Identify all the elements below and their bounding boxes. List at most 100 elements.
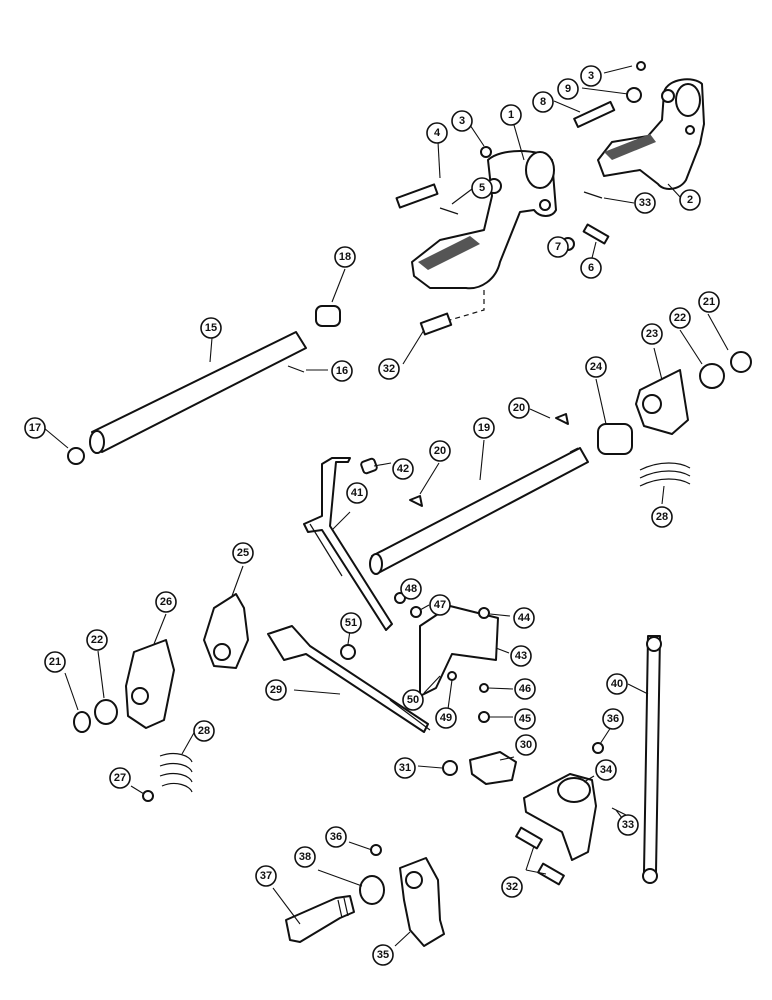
svg-text:2: 2 (687, 194, 693, 206)
leader-c4 (437, 141, 441, 179)
leader-c44 (489, 613, 511, 617)
leader-c35 (394, 931, 411, 947)
callout-28: 28 (193, 720, 215, 742)
part-fitting-36b (370, 844, 382, 856)
callout-21: 21 (44, 651, 66, 673)
svg-text:28: 28 (198, 725, 210, 737)
leader-c29 (293, 689, 341, 695)
part-shaft-37 (285, 895, 355, 943)
leader-c21b (64, 672, 79, 711)
part-clevis-30 (469, 751, 517, 785)
part-nut-45 (478, 711, 490, 723)
part-spring-28a (639, 462, 691, 487)
callout-37: 37 (255, 865, 277, 887)
alignment-line-32 (449, 290, 485, 321)
svg-text:48: 48 (405, 583, 417, 595)
callout-5: 5 (471, 177, 493, 199)
svg-text:45: 45 (519, 713, 531, 725)
callout-51: 51 (340, 612, 362, 634)
leader-c25 (231, 565, 244, 597)
callouts-layer: 1 2 3 3 4 5 6 7 8 9 15 16 17 18 19 20 20… (24, 65, 720, 966)
leader-c49 (447, 679, 453, 710)
svg-text:44: 44 (518, 612, 531, 624)
part-pin-32b-upper (515, 826, 543, 850)
leader-c20a (529, 408, 551, 419)
svg-text:40: 40 (611, 678, 623, 690)
svg-text:21: 21 (49, 656, 61, 668)
part-ring-21a (730, 351, 752, 373)
leader-c23 (653, 347, 663, 381)
callout-45: 45 (514, 708, 536, 730)
part-link-40 (643, 635, 661, 873)
callout-29: 29 (265, 679, 287, 701)
part-spring-28b (159, 752, 193, 793)
part-rod-29 (267, 625, 431, 733)
part-rod-41 (303, 457, 393, 631)
svg-text:33: 33 (622, 819, 634, 831)
leader-c36b (348, 841, 373, 851)
part-ring-17 (67, 447, 85, 465)
leader-c21a (707, 313, 729, 351)
callout-44: 44 (513, 607, 535, 629)
svg-text:24: 24 (590, 361, 603, 373)
part-arm-26 (125, 639, 175, 729)
part-pin-8 (573, 100, 616, 128)
part-washer-22a (699, 363, 725, 389)
leader-c33b (615, 809, 623, 819)
svg-text:29: 29 (270, 684, 282, 696)
callout-3: 3 (580, 65, 602, 87)
part-fitting-27 (142, 790, 154, 802)
leader-c40 (627, 683, 649, 695)
svg-text:7: 7 (555, 241, 561, 253)
part-pin-32a (419, 312, 453, 336)
part-bolt-44 (478, 607, 490, 619)
callout-8: 8 (532, 91, 554, 113)
callout-36: 36 (325, 826, 347, 848)
callout-34: 34 (595, 759, 617, 781)
leader-c5 (451, 188, 473, 205)
svg-text:46: 46 (519, 683, 531, 695)
callout-46: 46 (514, 678, 536, 700)
callout-20: 20 (508, 397, 530, 419)
svg-text:51: 51 (345, 617, 357, 629)
part-bolt-6 (582, 223, 610, 245)
svg-text:37: 37 (260, 870, 272, 882)
callout-22: 22 (669, 307, 691, 329)
part-pedal-2 (597, 78, 705, 190)
svg-text:33: 33 (639, 197, 651, 209)
svg-text:25: 25 (237, 547, 249, 559)
callout-25: 25 (232, 542, 254, 564)
callout-7: 7 (547, 236, 569, 258)
svg-text:28: 28 (656, 511, 668, 523)
part-shaft-19 (369, 447, 589, 575)
svg-text:9: 9 (565, 83, 571, 95)
part-shaft-15 (89, 331, 307, 454)
callout-48: 48 (400, 578, 422, 600)
callout-4: 4 (426, 122, 448, 144)
svg-text:42: 42 (397, 463, 409, 475)
part-rod-41-teeth (309, 523, 343, 577)
leader-c17 (43, 427, 69, 449)
callout-27: 27 (109, 767, 131, 789)
part-ring-46 (479, 683, 489, 693)
part-spring-pin-5 (439, 207, 459, 215)
svg-text:50: 50 (407, 694, 419, 706)
part-arm-23 (635, 369, 689, 435)
callout-17: 17 (24, 417, 46, 439)
callout-1: 1 (500, 104, 522, 126)
callout-30: 30 (515, 734, 537, 756)
callout-15: 15 (200, 317, 222, 339)
callout-21: 21 (698, 291, 720, 313)
leader-c46 (487, 687, 514, 690)
callout-22: 22 (86, 629, 108, 651)
svg-text:3: 3 (459, 115, 465, 127)
leader-c33a (603, 197, 635, 204)
callout-16: 16 (331, 360, 353, 382)
part-washer-47 (410, 606, 422, 618)
svg-text:15: 15 (205, 322, 217, 334)
svg-text:41: 41 (351, 487, 363, 499)
leader-c42 (373, 462, 392, 467)
callout-33: 33 (617, 814, 639, 836)
part-pin-16 (287, 365, 305, 373)
callout-50: 50 (402, 689, 424, 711)
